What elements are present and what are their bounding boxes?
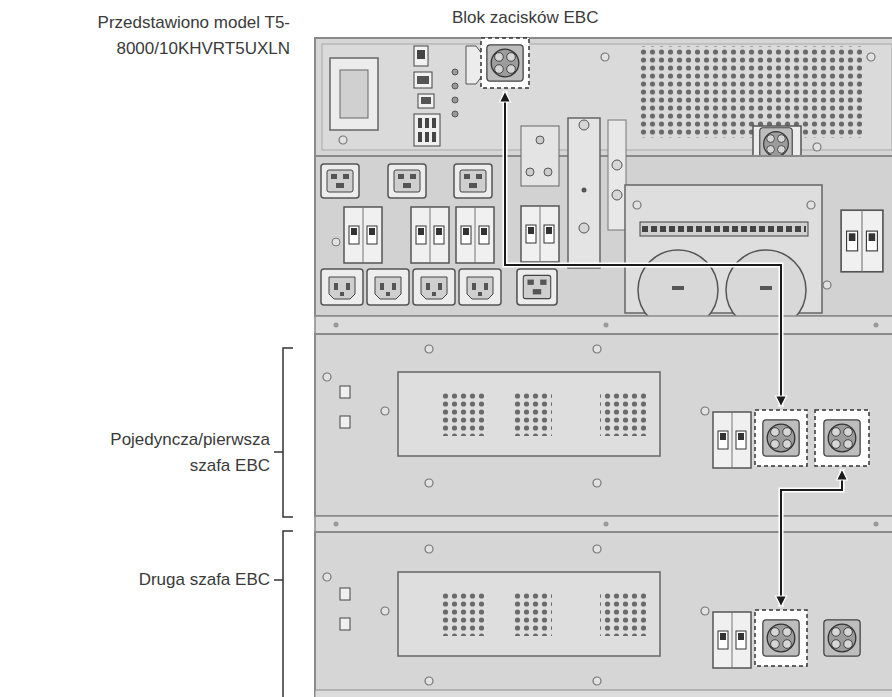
cable-outline (781, 469, 842, 607)
cable-connector (776, 469, 848, 607)
ebc-terminal-block: Blok zacisków EBC (483, 40, 527, 88)
label-text: Pojedyncza/pierwsza szafa EBC (90, 427, 270, 479)
label-text: Druga szafa EBC (139, 567, 270, 593)
cable-line (505, 91, 781, 407)
arrow-head (776, 596, 787, 607)
ups-unit: Przedstawiono model T5-8000/10KHVRT5UXLN… (315, 38, 892, 315)
arrow-head (837, 469, 848, 480)
arrow-head (776, 396, 787, 407)
label-text: Blok zacisków EBC (452, 5, 598, 31)
label-text: Przedstawiono model T5-8000/10KHVRT5UXLN (5, 10, 290, 62)
cable-connector (500, 91, 787, 407)
cable-line (781, 469, 842, 607)
arrow-head (500, 91, 511, 102)
ebc-cabinet: Druga szafa EBC (315, 516, 892, 697)
ebc-cabinet: Pojedyncza/pierwsza szafa EBC (315, 316, 892, 517)
cable-outline (505, 91, 781, 407)
